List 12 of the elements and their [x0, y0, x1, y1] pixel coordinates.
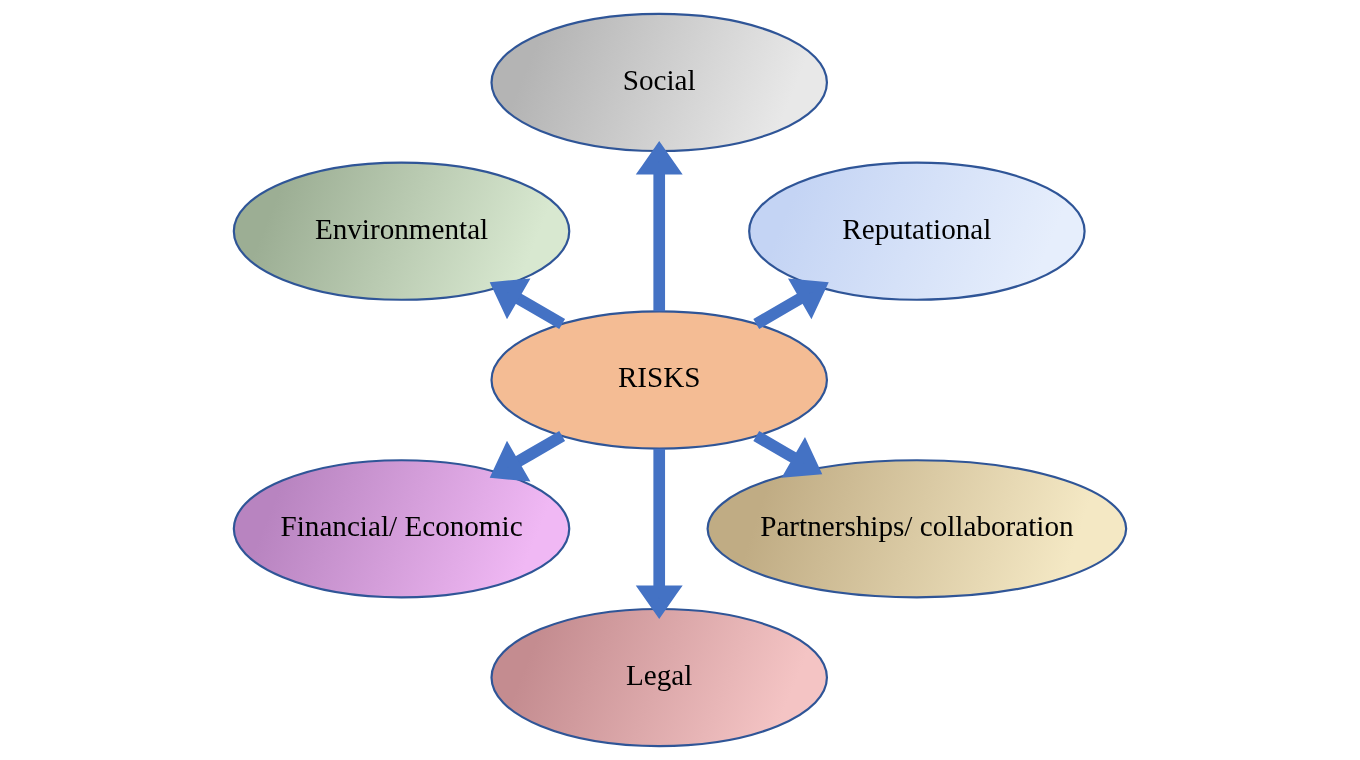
- node-ellipse: RISKS: [490, 310, 829, 450]
- arrow: [753, 278, 829, 330]
- node-ellipse: Reputational: [748, 161, 1086, 301]
- arrow: [489, 430, 566, 482]
- node-ellipse: Legal: [490, 607, 829, 748]
- arrow: [635, 141, 683, 312]
- node-ellipse: Financial/ Economic: [232, 459, 571, 599]
- arrow: [489, 278, 566, 330]
- node-ellipse: Partnerships/ collaboration: [706, 459, 1128, 599]
- node-ellipse: Social: [490, 12, 829, 153]
- arrow: [635, 448, 683, 619]
- node-ellipse: Environmental: [232, 161, 571, 301]
